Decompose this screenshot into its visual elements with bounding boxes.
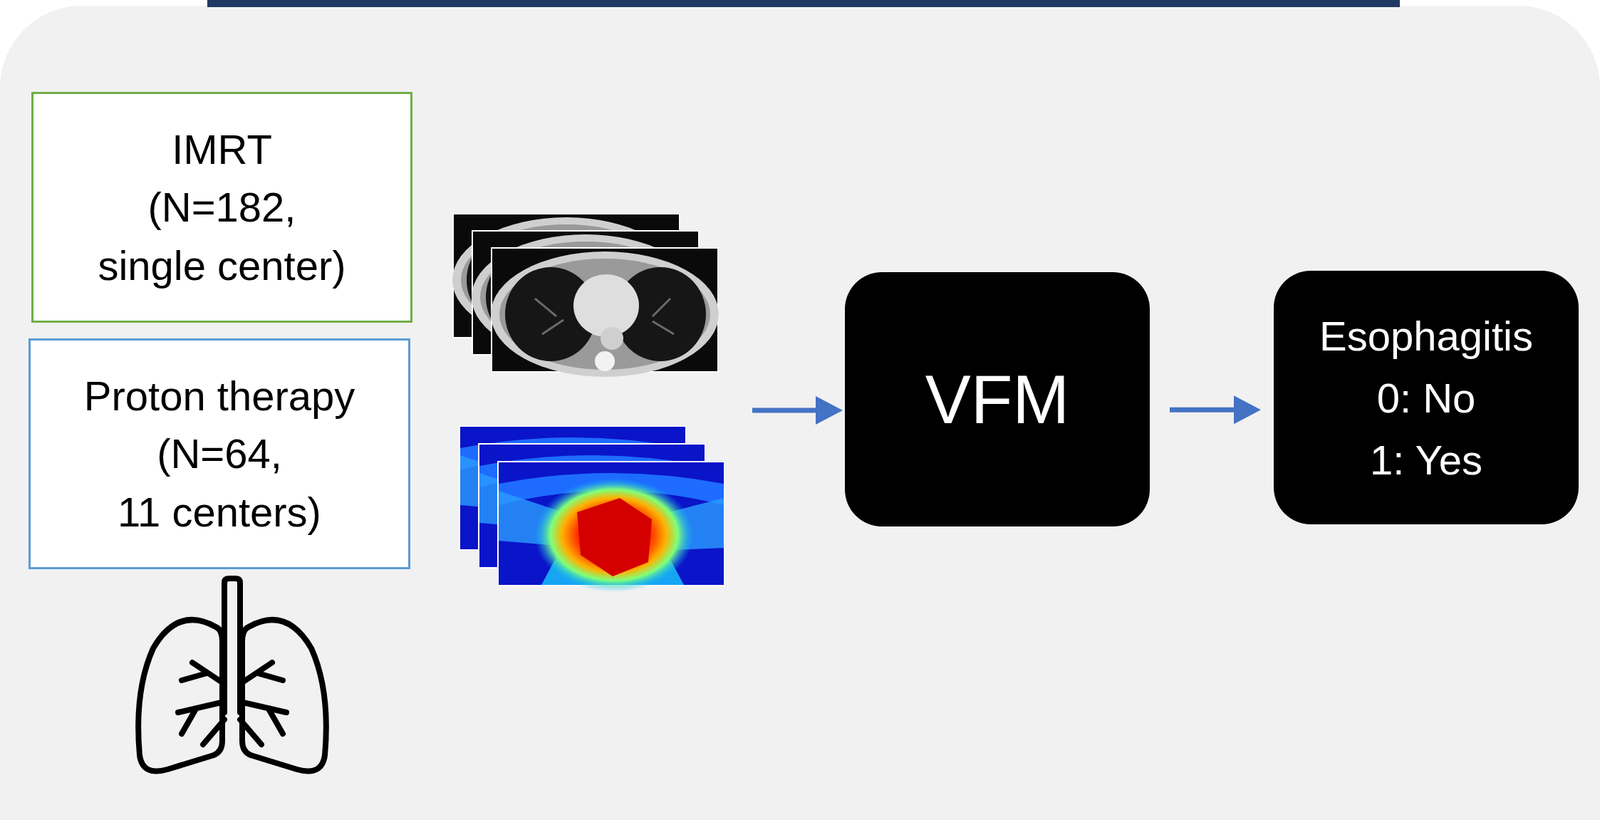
- arrow-head: [1233, 395, 1261, 424]
- box-text: Esophagitis: [1319, 304, 1534, 367]
- input-arrow: [752, 396, 843, 425]
- dose-stack: [458, 425, 726, 592]
- box-text: 1: Yes: [1369, 428, 1483, 491]
- input-box: Proton therapy(N=64,11 centers): [28, 338, 411, 570]
- box-text: 0: No: [1377, 366, 1477, 429]
- box-text: VFM: [925, 358, 1070, 441]
- box-text: (N=64,: [156, 424, 283, 483]
- box-text: IMRT: [171, 120, 273, 179]
- connector-line: [1169, 407, 1236, 413]
- output-box: Esophagitis0: No1: Yes: [1273, 270, 1579, 525]
- ct-stack: [452, 213, 719, 377]
- panel: [0, 5, 1600, 820]
- box-text: Proton therapy: [84, 366, 355, 425]
- input-box: IMRT(N=182,single center): [31, 91, 413, 323]
- lung-icon: [138, 578, 327, 772]
- box-text: 11 centers): [117, 482, 322, 541]
- box-text: (N=182,: [148, 178, 297, 236]
- connector-arrow: [1169, 395, 1261, 424]
- model-box: VFM: [844, 272, 1150, 527]
- box-text: single center): [97, 236, 346, 295]
- top-bar: [207, 0, 1400, 8]
